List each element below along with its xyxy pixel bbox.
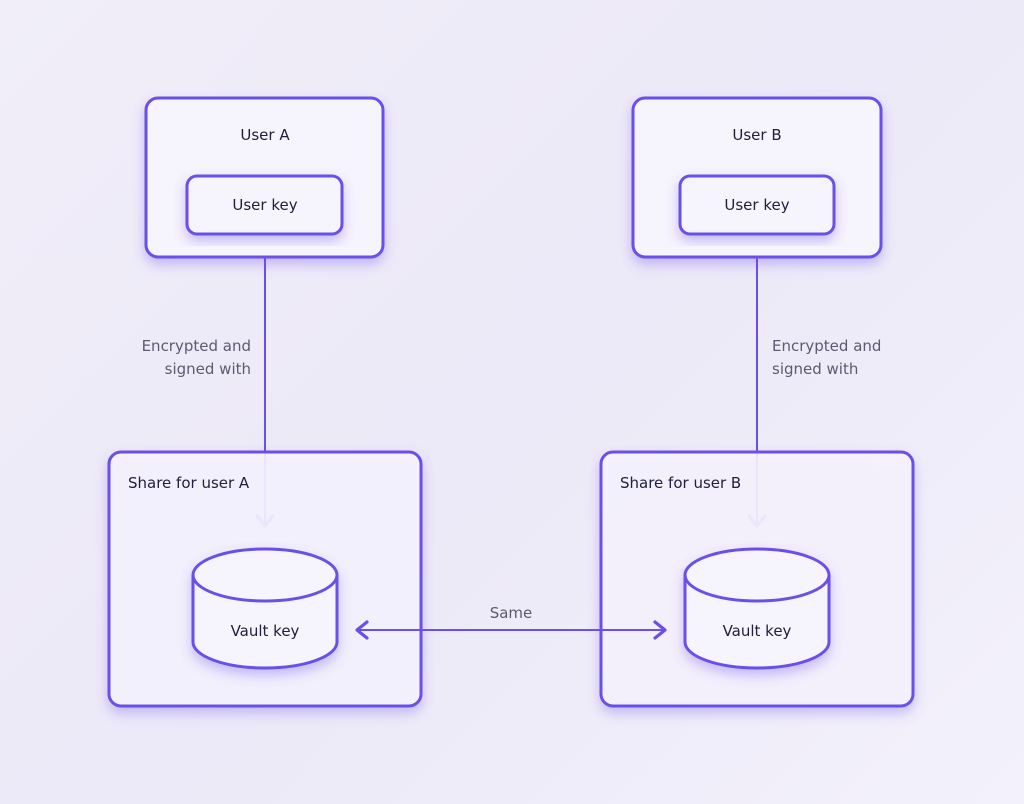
user-a-key-box <box>185 174 344 236</box>
vault-b-cylinder <box>683 547 831 670</box>
user-b-title: User B <box>732 126 781 144</box>
user-a-title: User A <box>240 126 290 144</box>
user-b-key-box <box>678 174 836 236</box>
same-label: Same <box>490 604 533 622</box>
share-b-title: Share for user B <box>620 474 741 492</box>
user-a-key-label: User key <box>232 196 297 214</box>
edge-label-user-a-line2: signed with <box>165 360 251 378</box>
edge-label-user-b-line2: signed with <box>772 360 858 378</box>
vault-a-label: Vault key <box>231 622 300 640</box>
share-a-title: Share for user A <box>128 474 250 492</box>
vault-b-label: Vault key <box>723 622 792 640</box>
user-b-key-label: User key <box>724 196 789 214</box>
edge-label-user-b-line1: Encrypted and <box>772 337 881 355</box>
vault-a-cylinder <box>191 547 339 670</box>
edge-label-user-a-line1: Encrypted and <box>142 337 251 355</box>
